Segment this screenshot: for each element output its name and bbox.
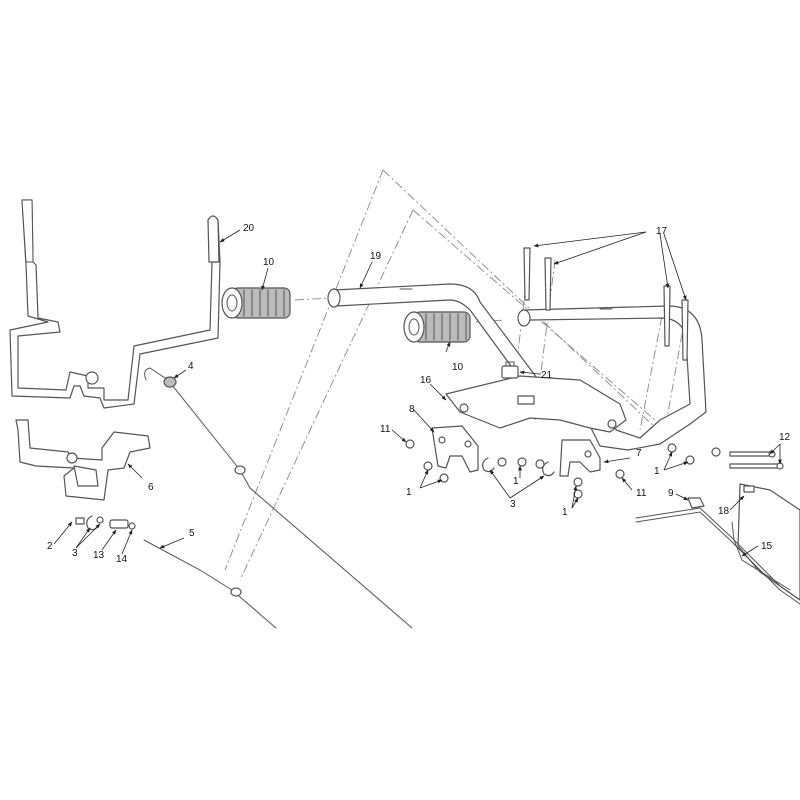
callout-8: 8 <box>409 404 415 415</box>
callout-18: 18 <box>718 506 730 517</box>
leader-lines <box>53 229 782 557</box>
side-bolts <box>729 450 784 470</box>
left-grip <box>221 287 291 319</box>
switch <box>501 361 519 379</box>
linkage-parts <box>109 519 129 529</box>
callout-1-d: 1 <box>654 466 660 477</box>
right-bracket <box>559 439 601 477</box>
callout-12: 12 <box>779 432 791 443</box>
connector <box>687 497 705 509</box>
callout-3-left: 3 <box>72 548 78 559</box>
handle-bolts <box>523 247 689 361</box>
spacers <box>86 457 555 531</box>
callout-17: 17 <box>656 226 668 237</box>
control-panel <box>445 375 627 433</box>
callout-4: 4 <box>188 361 194 372</box>
callout-1-c: 1 <box>562 507 568 518</box>
callout-21: 21 <box>541 370 553 381</box>
callout-10-left: 10 <box>263 257 275 268</box>
callout-16: 16 <box>420 375 432 386</box>
callout-7: 7 <box>636 448 642 459</box>
callout-1-b: 1 <box>513 476 519 487</box>
callout-labels: 20 10 19 10 4 5 6 17 21 16 8 11 1 1 3 7 … <box>47 223 791 565</box>
callout-15: 15 <box>761 541 773 552</box>
callout-9: 9 <box>668 488 674 499</box>
callout-2: 2 <box>47 541 53 552</box>
lower-lever <box>15 419 151 501</box>
fasteners <box>75 439 721 530</box>
callout-19: 19 <box>370 251 382 262</box>
deck-mount <box>737 483 800 601</box>
upper-handle <box>327 283 707 451</box>
callout-6: 6 <box>148 482 154 493</box>
callout-10-right: 10 <box>452 362 464 373</box>
callout-11-left: 11 <box>380 424 391 435</box>
control-cables <box>143 367 413 629</box>
right-grip <box>403 311 471 343</box>
phantom-lines <box>224 169 689 581</box>
callout-1-a: 1 <box>406 487 412 498</box>
callout-3-center: 3 <box>510 499 516 510</box>
callout-20: 20 <box>243 223 255 234</box>
control-bail-lever <box>9 199 221 409</box>
callout-13: 13 <box>93 550 105 561</box>
left-bracket <box>431 425 479 473</box>
callout-5: 5 <box>189 528 195 539</box>
harness-cable <box>635 507 800 605</box>
callout-11-right: 11 <box>636 488 647 499</box>
callout-14: 14 <box>116 554 128 565</box>
